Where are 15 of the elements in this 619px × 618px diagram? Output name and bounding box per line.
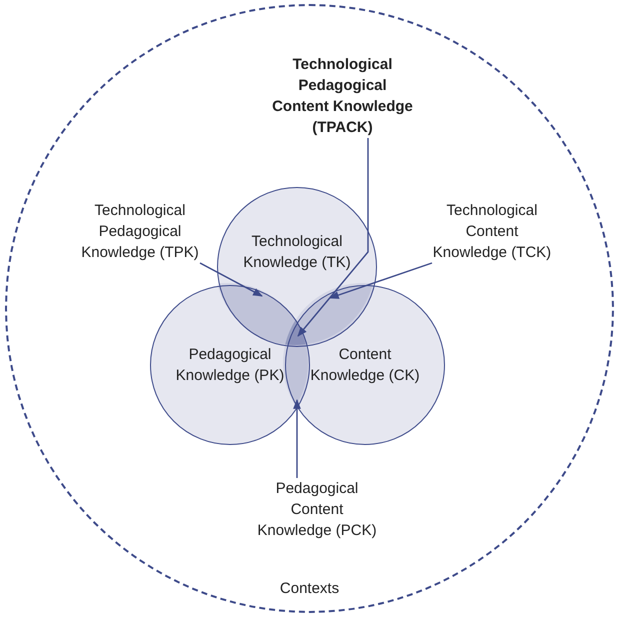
overlap-region (285, 283, 373, 345)
center-overlap-region (285, 320, 306, 345)
leader-arrow (297, 138, 369, 337)
circle-label: Content Knowledge (CK) (310, 345, 420, 386)
callout-label: Technological Content Knowledge (TCK) (432, 200, 552, 263)
leader-arrow (293, 399, 301, 478)
context-circle (5, 4, 614, 613)
leader-arrow (200, 262, 263, 297)
circle-label: Technological Knowledge (TK) (242, 232, 352, 273)
context-label: Contexts (278, 579, 340, 599)
callout-label: Technological Pedagogical Knowledge (TPK) (80, 200, 200, 263)
leader-arrow (329, 262, 432, 299)
callout-label: Pedagogical Content Knowledge (PCK) (257, 478, 377, 541)
callout-label: Technological Pedagogical Content Knowledge (TPACK) (270, 54, 415, 138)
circle-label: Pedagogical Knowledge (PK) (175, 345, 285, 386)
